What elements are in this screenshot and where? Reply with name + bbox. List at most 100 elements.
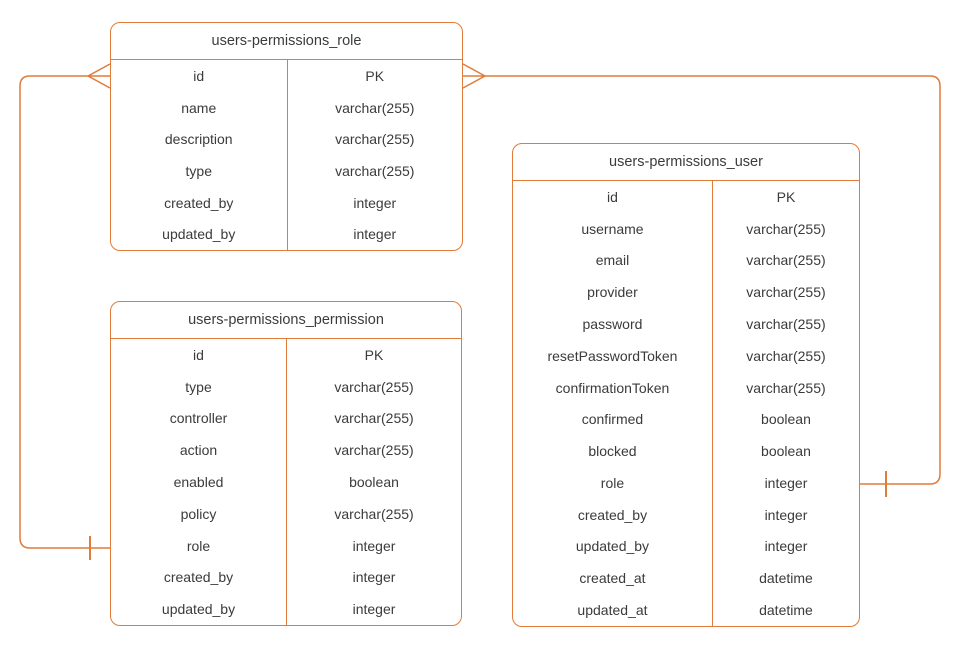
field-name: confirmed [581,411,644,428]
field-row: id PK [111,60,462,92]
table-title: users-permissions_permission [111,302,461,339]
field-name: id [193,67,205,84]
field-row: created_at datetime [513,562,859,595]
field-row: type varchar(255) [111,370,461,403]
field-type: boolean [711,403,859,436]
field-type: integer [711,467,859,499]
field-name: type [185,162,212,179]
entity-table-users-permissions-role[interactable]: users-permissions_role id PK name varchar(2… [110,22,463,251]
field-type: varchar(255) [286,91,463,124]
entity-table-users-permissions-permission[interactable]: users-permissions_permission id PK type var… [110,301,462,626]
field-name: controller [169,410,228,427]
field-name: type [185,378,212,395]
field-name: email [595,252,630,269]
field-rows: id PK username varchar(255) email varchar(255… [513,181,859,626]
field-row: blocked boolean [513,435,859,468]
field-row: confirmed boolean [513,403,859,436]
field-row: username varchar(255) [513,212,859,245]
field-type: integer [286,186,463,219]
relationship-role-user[interactable] [462,63,941,497]
field-type: varchar(255) [711,371,859,404]
field-type: boolean [711,435,859,468]
crow-foot-many-icon [462,63,486,89]
field-name: role [600,474,625,491]
field-row: email varchar(255) [513,244,859,277]
field-name: created_at [579,570,646,587]
field-rows: id PK name varchar(255) description varchar(2… [111,60,463,251]
entity-table-users-permissions-user[interactable]: users-permissions_user id PK username varch… [512,143,860,627]
field-row: confirmationToken varchar(255) [513,371,859,404]
field-name: username [581,220,644,237]
field-row: created_by integer [111,186,463,219]
field-name: enabled [173,474,224,491]
field-row: role integer [513,467,859,499]
field-type: datetime [711,562,859,595]
field-name: created_by [577,506,648,523]
field-name: id [193,346,204,363]
field-type: varchar(255) [711,212,859,245]
field-type: varchar(255) [286,434,461,467]
field-type: varchar(255) [286,123,463,156]
field-name: confirmationToken [555,379,670,396]
field-type: varchar(255) [286,370,461,403]
field-name: created_by [164,194,234,211]
field-row: role integer [111,529,461,562]
field-name: role [186,537,211,554]
relationship-line [485,75,941,485]
field-name: created_by [163,569,234,586]
field-row: type varchar(255) [111,155,462,187]
field-name: updated_by [162,226,236,243]
field-name: policy [180,505,217,522]
field-type: varchar(255) [711,308,859,340]
field-row: id PK [111,339,461,371]
field-row: action varchar(255) [111,434,461,467]
field-type: PK [286,339,461,371]
field-row: policy varchar(255) [111,497,461,530]
field-type: PK [286,60,463,92]
field-row: enabled boolean [111,466,461,498]
relationship-line [19,75,110,549]
field-row: resetPasswordToken varchar(255) [513,339,859,372]
field-type: varchar(255) [286,155,463,187]
field-type: datetime [711,594,859,626]
field-type: varchar(255) [286,497,461,530]
field-type: integer [711,498,859,531]
field-type: varchar(255) [711,276,859,309]
relationship-role-permission[interactable] [19,63,111,560]
field-name: name [181,99,217,116]
field-name: updated_at [577,602,648,619]
field-row: updated_at datetime [513,594,859,626]
field-row: provider varchar(255) [513,276,859,309]
table-title: users-permissions_role [111,23,462,60]
field-row: created_by integer [513,498,859,531]
crow-foot-many-icon [87,63,111,89]
field-name: password [582,316,643,333]
field-name: id [607,188,618,205]
field-name: provider [587,284,638,301]
field-row: created_by integer [111,561,461,594]
field-type: varchar(255) [711,244,859,277]
table-title: users-permissions_user [513,144,859,181]
field-type: varchar(255) [711,339,859,372]
field-row: name varchar(255) [111,91,463,124]
field-type: boolean [286,466,461,498]
field-name: updated_by [575,538,650,555]
field-row: description varchar(255) [111,123,463,156]
field-name: blocked [588,443,637,460]
field-type: integer [286,561,461,594]
field-row: updated_by integer [513,530,859,563]
field-row: id PK [513,181,859,213]
field-type: PK [711,181,859,213]
field-type: integer [711,530,859,563]
field-name: updated_by [161,601,236,618]
field-type: integer [286,529,461,562]
field-name: action [179,442,218,459]
field-name: resetPasswordToken [547,347,678,364]
field-name: description [164,131,233,148]
